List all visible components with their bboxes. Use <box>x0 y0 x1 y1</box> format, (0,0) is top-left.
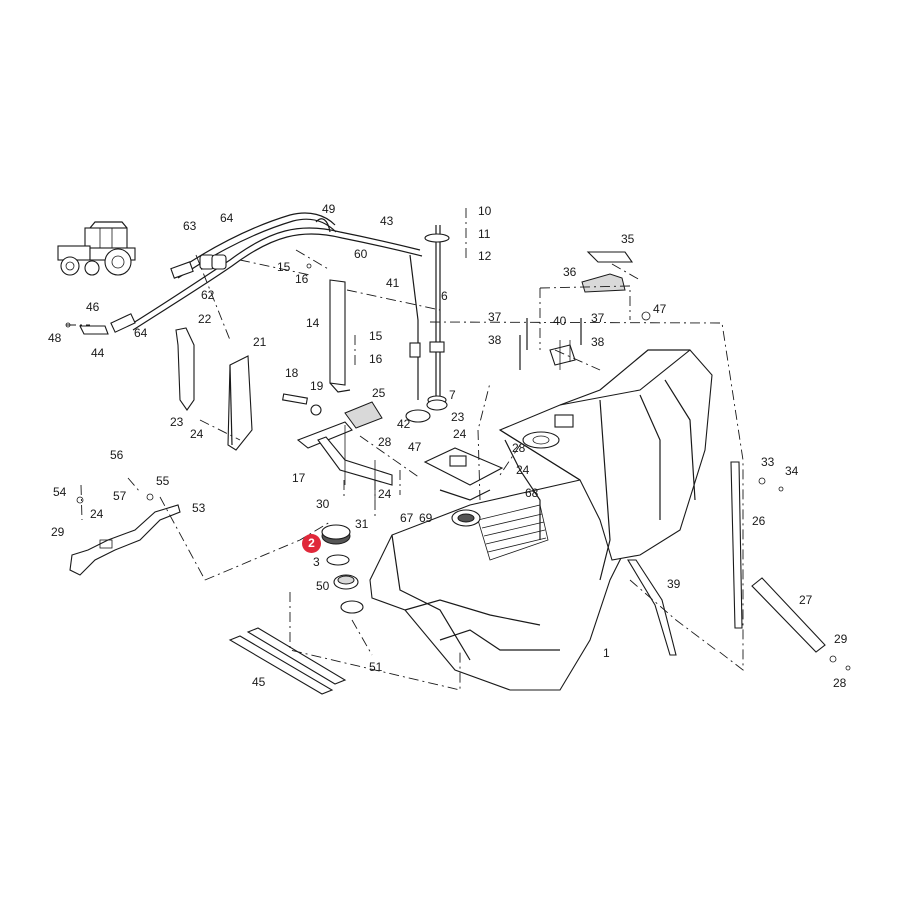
callout-label: 35 <box>621 232 635 246</box>
strip-39 <box>627 559 677 656</box>
callout-label: 47 <box>408 440 422 454</box>
highlight-callout-badge[interactable]: 2 <box>302 534 321 553</box>
callout-label: 23 <box>170 415 184 429</box>
callout-label: 56 <box>110 448 124 462</box>
fuel-sender-unit <box>405 225 450 423</box>
callout-label: 67 <box>400 511 414 525</box>
callout-label: 21 <box>253 335 267 349</box>
callout-label: 45 <box>252 675 266 689</box>
callout-label: 28 <box>378 435 392 449</box>
callout-label: 15 <box>369 329 383 343</box>
callout-label: 69 <box>419 511 433 525</box>
callout-label: 24 <box>90 507 104 521</box>
callout-label: 33 <box>761 455 775 469</box>
callout-label: 12 <box>478 249 492 263</box>
callout-label: 47 <box>653 302 667 316</box>
tank-vent-grille <box>477 504 549 561</box>
callout-label: 14 <box>306 316 320 330</box>
callout-label: 16 <box>369 352 383 366</box>
callout-label: 62 <box>201 288 215 302</box>
strap-26 <box>730 461 784 629</box>
callout-label: 24 <box>453 427 467 441</box>
callout-label: 38 <box>488 333 502 347</box>
callout-label: 24 <box>190 427 204 441</box>
callout-label: 28 <box>512 441 526 455</box>
callout-label: 48 <box>48 331 62 345</box>
bolt-18 <box>282 393 322 416</box>
callout-label: 27 <box>799 593 813 607</box>
callout-label: 44 <box>91 346 105 360</box>
strip-45 <box>228 627 347 695</box>
callout-label: 37 <box>488 310 502 324</box>
callout-label: 54 <box>53 485 67 499</box>
callout-label: 29 <box>834 632 848 646</box>
callout-label: 50 <box>316 579 330 593</box>
bracket-14 <box>306 263 351 393</box>
bracket-40 <box>549 340 576 370</box>
callout-label: 31 <box>355 517 369 531</box>
callout-label: 6 <box>441 289 448 303</box>
callout-label: 23 <box>451 410 465 424</box>
callout-label: 46 <box>86 300 100 314</box>
pad-25 <box>344 401 383 429</box>
callout-label: 39 <box>667 577 681 591</box>
fuel-hoses <box>110 212 423 333</box>
callout-label: 24 <box>378 487 392 501</box>
hose-clip <box>65 322 109 335</box>
callout-label: 64 <box>134 326 148 340</box>
callout-label: 60 <box>354 247 368 261</box>
callout-label: 19 <box>310 379 324 393</box>
callout-label: 7 <box>449 388 456 402</box>
bracket-21 <box>227 355 253 451</box>
callout-label: 51 <box>369 660 383 674</box>
callout-label: 57 <box>113 489 127 503</box>
callout-label: 36 <box>563 265 577 279</box>
callout-label: 64 <box>220 211 234 225</box>
callout-label: 28 <box>833 676 847 690</box>
cover-36 <box>581 273 626 293</box>
callout-label: 43 <box>380 214 394 228</box>
callout-label: 11 <box>478 227 491 241</box>
tractor-thumbnail-icon <box>57 221 136 276</box>
callout-label: 34 <box>785 464 799 478</box>
callout-label: 1 <box>603 646 610 660</box>
callout-label: 37 <box>591 311 605 325</box>
callout-label: 63 <box>183 219 197 233</box>
callout-label: 55 <box>156 474 170 488</box>
callout-label: 3 <box>313 555 320 569</box>
callout-label: 17 <box>292 471 306 485</box>
bracket-22 <box>175 327 195 411</box>
callout-label: 25 <box>372 386 386 400</box>
callout-label: 15 <box>277 260 291 274</box>
cover-35 <box>586 251 634 263</box>
bracket-53 <box>69 493 181 576</box>
leader-lines <box>66 208 744 691</box>
callout-label: 16 <box>295 272 309 286</box>
callout-label: 24 <box>516 463 530 477</box>
callout-label: 68 <box>525 486 539 500</box>
filler-cap-assembly <box>321 524 364 614</box>
fuel-tank <box>369 349 713 691</box>
bolts-37-38 <box>519 311 651 370</box>
callout-label: 53 <box>192 501 206 515</box>
mounting-plate <box>423 447 504 501</box>
callout-label: 18 <box>285 366 299 380</box>
callout-label: 26 <box>752 514 766 528</box>
callout-label: 29 <box>51 525 65 539</box>
callout-label: 22 <box>198 312 212 326</box>
callout-label: 41 <box>386 276 400 290</box>
callout-label: 30 <box>316 497 330 511</box>
strap-27 <box>751 577 851 671</box>
callout-label: 38 <box>591 335 605 349</box>
callout-label: 49 <box>322 202 336 216</box>
callout-label: 40 <box>553 314 567 328</box>
callout-label: 10 <box>478 204 492 218</box>
callout-label: 42 <box>397 417 411 431</box>
